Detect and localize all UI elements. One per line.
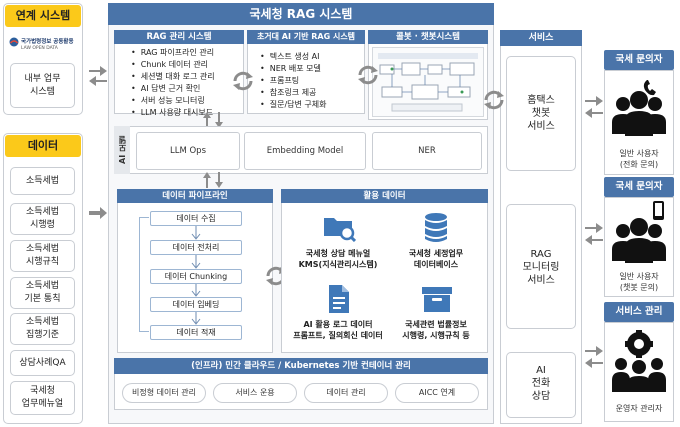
rag-management-item: AI 답변 근거 확인 <box>131 83 243 95</box>
admin-gear-users-icon <box>612 330 666 392</box>
data-item: 상담사례QA <box>10 350 75 376</box>
law-open-data-logo: 국가법령정보 공동활용 LAW OPEN DATA <box>8 36 78 58</box>
usage-data-box <box>281 189 488 353</box>
pipeline-step: 데이터 Chunking <box>150 269 242 284</box>
folder-search-icon <box>324 218 356 242</box>
refresh-cycle-icon <box>233 71 253 91</box>
infra-item: 서비스 운용 <box>213 383 297 403</box>
document-icon <box>329 285 349 313</box>
pipeline-step: 데이터 적재 <box>150 325 242 340</box>
linked-systems-title: 연계 시스템 <box>5 5 81 27</box>
usage-item-label: 국세관련 법률정보 시행령, 시행규칙 등 <box>402 320 470 340</box>
infra-item: AICC 연계 <box>395 383 479 403</box>
phone-users-icon <box>612 80 666 136</box>
pipeline-step-arrows <box>191 226 201 325</box>
exchange-arrows-icon <box>585 223 603 245</box>
ai-rag-item: 참조링크 제공 <box>260 87 364 99</box>
right-arrow-icon <box>89 207 107 219</box>
rag-management-list: RAG 파이프라인 관리 Chunk 데이터 관리 세션별 대화 로그 관리 A… <box>131 47 243 119</box>
service-box-monitoring <box>506 204 576 329</box>
rag-management-item: 서버 성능 모니터링 <box>131 95 243 107</box>
ai-rag-item: 프롬프팅 <box>260 75 364 87</box>
data-item: 소득세법 기본 통칙 <box>10 277 75 309</box>
ai-model-label: AI 모델 <box>114 126 130 174</box>
ai-model-item: LLM Ops <box>136 132 240 170</box>
ai-model-item: Embedding Model <box>244 132 366 170</box>
database-icon <box>425 213 447 242</box>
service-label: AI 전화 상담 <box>531 365 551 402</box>
usage-item-label: 국세청 상담 메뉴얼 KMS(지식관리시스템) <box>298 249 378 269</box>
data-item: 소득세법 집행기준 <box>10 313 75 345</box>
service-label: 홈택스 챗봇 서비스 <box>527 95 555 132</box>
up-down-arrows-icon <box>203 172 223 188</box>
data-pipeline-title: 데이터 파이프라인 <box>117 189 273 203</box>
service-box-phone <box>506 352 576 418</box>
ai-rag-title: 초거대 AI 기반 RAG 시스템 <box>247 30 365 44</box>
rag-management-item: Chunk 데이터 관리 <box>131 59 243 71</box>
rag-management-item: RAG 파이프라인 관리 <box>131 47 243 59</box>
exchange-arrows-icon <box>585 96 603 118</box>
usage-item-label: AI 활용 로그 데이터 프롬프트, 질의회신 데이터 <box>293 320 383 340</box>
service-label: RAG 모니터링 서비스 <box>522 249 560 286</box>
data-title: 데이터 <box>5 135 81 157</box>
ai-rag-item: 텍스트 생성 AI <box>260 51 364 63</box>
refresh-cycle-icon <box>358 65 378 85</box>
exchange-arrows-icon <box>89 66 107 86</box>
logo-title: 국가법령정보 공동활용 <box>21 39 74 45</box>
rag-management-title: RAG 관리 시스템 <box>114 30 244 44</box>
pipeline-bracket <box>139 217 149 332</box>
rag-management-item: 세션별 대화 로그 관리 <box>131 71 243 83</box>
infra-item: 데이터 관리 <box>304 383 388 403</box>
ai-rag-item: NER 배포 모델 <box>260 63 364 75</box>
exchange-arrows-icon <box>585 346 603 368</box>
law-logo-icon <box>9 37 19 47</box>
service-box-chatbot <box>506 56 576 171</box>
internal-system-item: 내부 업무 시스템 <box>10 63 75 108</box>
chatbot-flow-thumbnail <box>372 47 484 117</box>
mobile-users-icon <box>612 201 666 263</box>
ai-model-item: NER <box>372 132 482 170</box>
user-caption: 운영자 관리자 <box>615 404 663 413</box>
user-caption: 일반 사용자 (전화 문의) <box>619 149 659 169</box>
data-item: 소득세법 <box>10 167 75 195</box>
infra-item: 비정형 데이터 관리 <box>122 383 206 403</box>
ai-rag-list: 텍스트 생성 AI NER 배포 모델 프롬프팅 참조링크 제공 질문/답변 구… <box>260 51 364 111</box>
ai-model-label-text: AI 모델 <box>117 136 127 164</box>
rag-management-item: LLM 사용량 대시보드 <box>131 107 243 119</box>
services-title: 서비스 <box>500 30 582 46</box>
user-group-title: 국세 문의자 <box>604 50 674 70</box>
usage-data-title: 활용 데이터 <box>281 189 488 203</box>
up-down-arrows-icon <box>203 112 223 128</box>
chatbot-system-title: 콜봇 · 챗봇시스템 <box>368 30 488 44</box>
user-group-title: 서비스 관리 <box>604 302 674 322</box>
data-item: 국세청 업무메뉴얼 <box>10 381 75 415</box>
pipeline-step: 데이터 임베딩 <box>150 297 242 312</box>
archive-box-icon <box>422 287 452 312</box>
pipeline-step: 데이터 전처리 <box>150 240 242 255</box>
refresh-cycle-icon <box>484 90 504 110</box>
user-caption: 일반 사용자 (챗봇 문의) <box>619 272 659 292</box>
user-group-title: 국세 문의자 <box>604 177 674 197</box>
logo-subtitle: LAW OPEN DATA <box>21 46 58 51</box>
rag-system-title: 국세청 RAG 시스템 <box>108 3 494 25</box>
usage-item-label: 국세청 세정업무 데이터베이스 <box>408 249 464 269</box>
data-item: 소득세법 시행규칙 <box>10 240 75 272</box>
infra-title: (인프라) 민간 클라우드 / Kubernetes 기반 컨테이너 관리 <box>114 358 488 374</box>
pipeline-step: 데이터 수집 <box>150 211 242 226</box>
data-item: 소득세법 시행령 <box>10 203 75 235</box>
ai-rag-item: 질문/답변 구체화 <box>260 99 364 111</box>
